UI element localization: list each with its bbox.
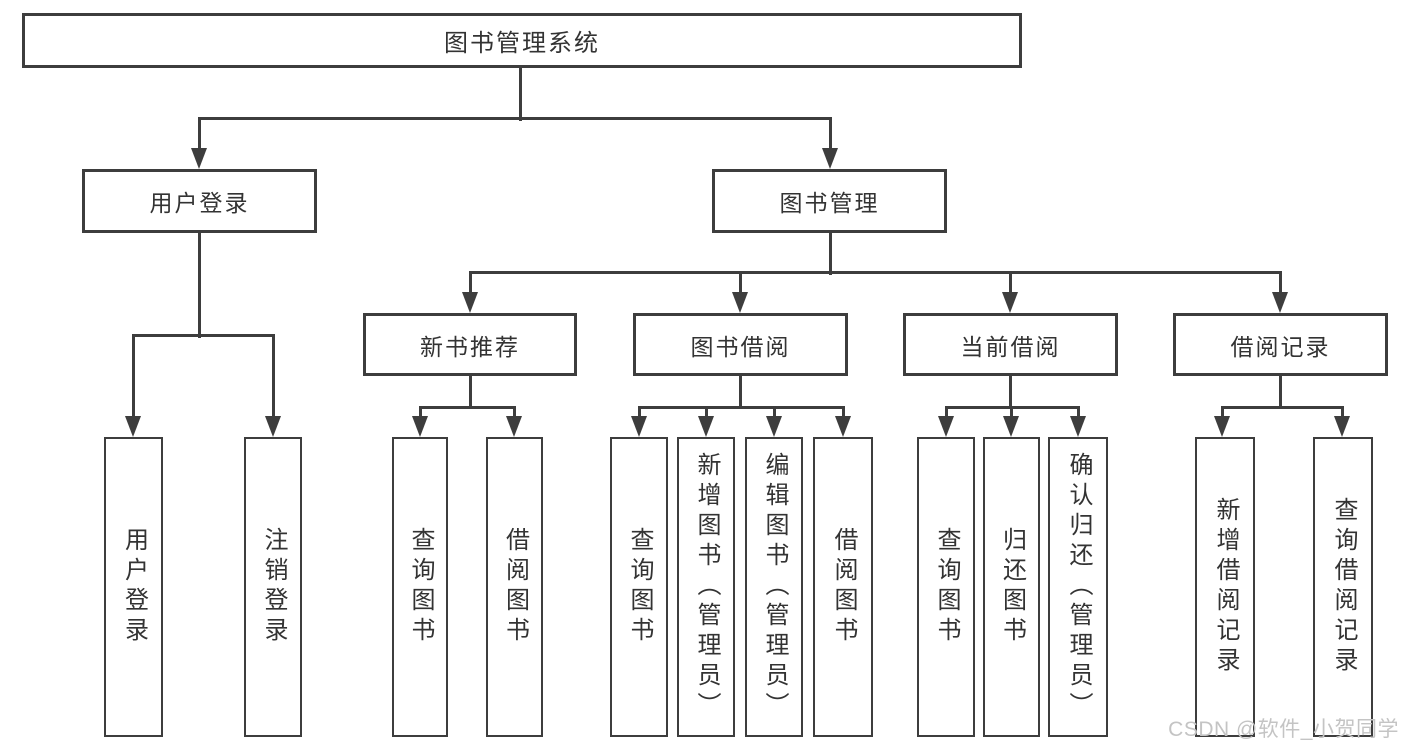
connector-line bbox=[1008, 376, 1012, 409]
arrowhead-down-icon bbox=[1003, 416, 1019, 437]
connector-line bbox=[418, 407, 422, 420]
connector-line bbox=[197, 118, 201, 152]
node-root: 图书管理系统 bbox=[22, 13, 1022, 68]
node-label: 查询图书 bbox=[933, 527, 960, 647]
node-leaf-borrow-book-1: 借阅图书 bbox=[486, 437, 543, 737]
arrowhead-down-icon bbox=[265, 416, 281, 437]
connector-line bbox=[1008, 272, 1012, 296]
connector-line bbox=[1278, 272, 1282, 296]
node-leaf-query-book-3: 查询图书 bbox=[917, 437, 975, 737]
arrowhead-down-icon bbox=[938, 416, 954, 437]
connector-line bbox=[131, 333, 275, 337]
node-leaf-add-book: 新增图书（管理员） bbox=[677, 437, 735, 737]
connector-line bbox=[1220, 407, 1224, 420]
node-label: 借阅图书 bbox=[501, 527, 529, 647]
node-user-login: 用户登录 bbox=[82, 169, 317, 233]
node-label: 借阅记录 bbox=[1230, 333, 1331, 360]
node-label: 查询借阅记录 bbox=[1330, 497, 1357, 677]
node-label: 查询图书 bbox=[407, 527, 434, 647]
arrowhead-down-icon bbox=[822, 148, 838, 169]
connector-line bbox=[738, 272, 742, 296]
connector-line bbox=[704, 407, 708, 420]
watermark: CSDN @软件_小贺同学 bbox=[1168, 718, 1399, 741]
connector-line bbox=[841, 407, 845, 420]
connector-line bbox=[772, 407, 776, 420]
connector-line bbox=[131, 335, 135, 420]
connector-line bbox=[738, 376, 742, 409]
node-label: 借阅图书 bbox=[830, 527, 857, 647]
node-label: 当前借阅 bbox=[960, 333, 1061, 360]
node-current-borrow: 当前借阅 bbox=[903, 313, 1118, 376]
node-leaf-user-login: 用户登录 bbox=[104, 437, 163, 737]
connector-line bbox=[512, 407, 516, 420]
connector-line bbox=[468, 272, 472, 296]
node-borrow-records: 借阅记录 bbox=[1173, 313, 1388, 376]
node-book-borrow: 图书借阅 bbox=[633, 313, 848, 376]
node-leaf-query-record: 查询借阅记录 bbox=[1313, 437, 1373, 737]
node-label: 用户登录 bbox=[149, 190, 250, 216]
node-label: 图书借阅 bbox=[690, 333, 791, 360]
connector-line bbox=[1278, 376, 1282, 409]
connector-line bbox=[828, 118, 832, 152]
node-leaf-logout: 注销登录 bbox=[244, 437, 302, 737]
arrowhead-down-icon bbox=[1214, 416, 1230, 437]
node-label: 编辑图书（管理员） bbox=[761, 452, 788, 722]
connector-line bbox=[1220, 405, 1344, 409]
node-leaf-return-book: 归还图书 bbox=[983, 437, 1040, 737]
arrowhead-down-icon bbox=[1002, 292, 1018, 313]
node-new-book-rec: 新书推荐 bbox=[363, 313, 577, 376]
arrowhead-down-icon bbox=[766, 416, 782, 437]
arrowhead-down-icon bbox=[412, 416, 428, 437]
node-label: 注销登录 bbox=[260, 527, 287, 647]
node-label: 图书管理系统 bbox=[444, 30, 600, 57]
arrowhead-down-icon bbox=[698, 416, 714, 437]
node-label: 确认归还（管理员） bbox=[1065, 452, 1092, 722]
node-leaf-add-record: 新增借阅记录 bbox=[1195, 437, 1255, 737]
node-book-mgmt: 图书管理 bbox=[712, 169, 947, 233]
connector-line bbox=[468, 270, 1282, 274]
node-label: 用户登录 bbox=[120, 527, 148, 647]
connector-line bbox=[518, 68, 522, 121]
arrowhead-down-icon bbox=[1334, 416, 1350, 437]
node-label: 新书推荐 bbox=[420, 333, 520, 360]
connector-line bbox=[1340, 407, 1344, 420]
connector-line bbox=[418, 405, 516, 409]
connector-line bbox=[637, 407, 641, 420]
connector-line bbox=[944, 407, 948, 420]
arrowhead-down-icon bbox=[1272, 292, 1288, 313]
arrowhead-down-icon bbox=[191, 148, 207, 169]
connector-line bbox=[637, 405, 845, 409]
connector-line bbox=[468, 376, 472, 409]
node-label: 图书管理 bbox=[779, 190, 880, 216]
node-leaf-borrow-book-2: 借阅图书 bbox=[813, 437, 873, 737]
arrowhead-down-icon bbox=[835, 416, 851, 437]
arrowhead-down-icon bbox=[506, 416, 522, 437]
node-leaf-query-book-1: 查询图书 bbox=[392, 437, 448, 737]
arrowhead-down-icon bbox=[1070, 416, 1086, 437]
node-leaf-edit-book: 编辑图书（管理员） bbox=[745, 437, 803, 737]
connector-line bbox=[197, 233, 201, 338]
connector-line bbox=[1076, 407, 1080, 420]
connector-line bbox=[828, 233, 832, 275]
connector-line bbox=[271, 335, 275, 420]
connector-line bbox=[197, 116, 832, 120]
node-label: 新增图书（管理员） bbox=[693, 452, 720, 722]
arrowhead-down-icon bbox=[631, 416, 647, 437]
arrowhead-down-icon bbox=[125, 416, 141, 437]
connector-line bbox=[1009, 407, 1013, 420]
node-leaf-query-book-2: 查询图书 bbox=[610, 437, 668, 737]
node-label: 归还图书 bbox=[998, 527, 1026, 647]
arrowhead-down-icon bbox=[462, 292, 478, 313]
node-label: 新增借阅记录 bbox=[1212, 497, 1239, 677]
arrowhead-down-icon bbox=[732, 292, 748, 313]
node-leaf-confirm-return: 确认归还（管理员） bbox=[1048, 437, 1108, 737]
node-label: 查询图书 bbox=[626, 527, 653, 647]
